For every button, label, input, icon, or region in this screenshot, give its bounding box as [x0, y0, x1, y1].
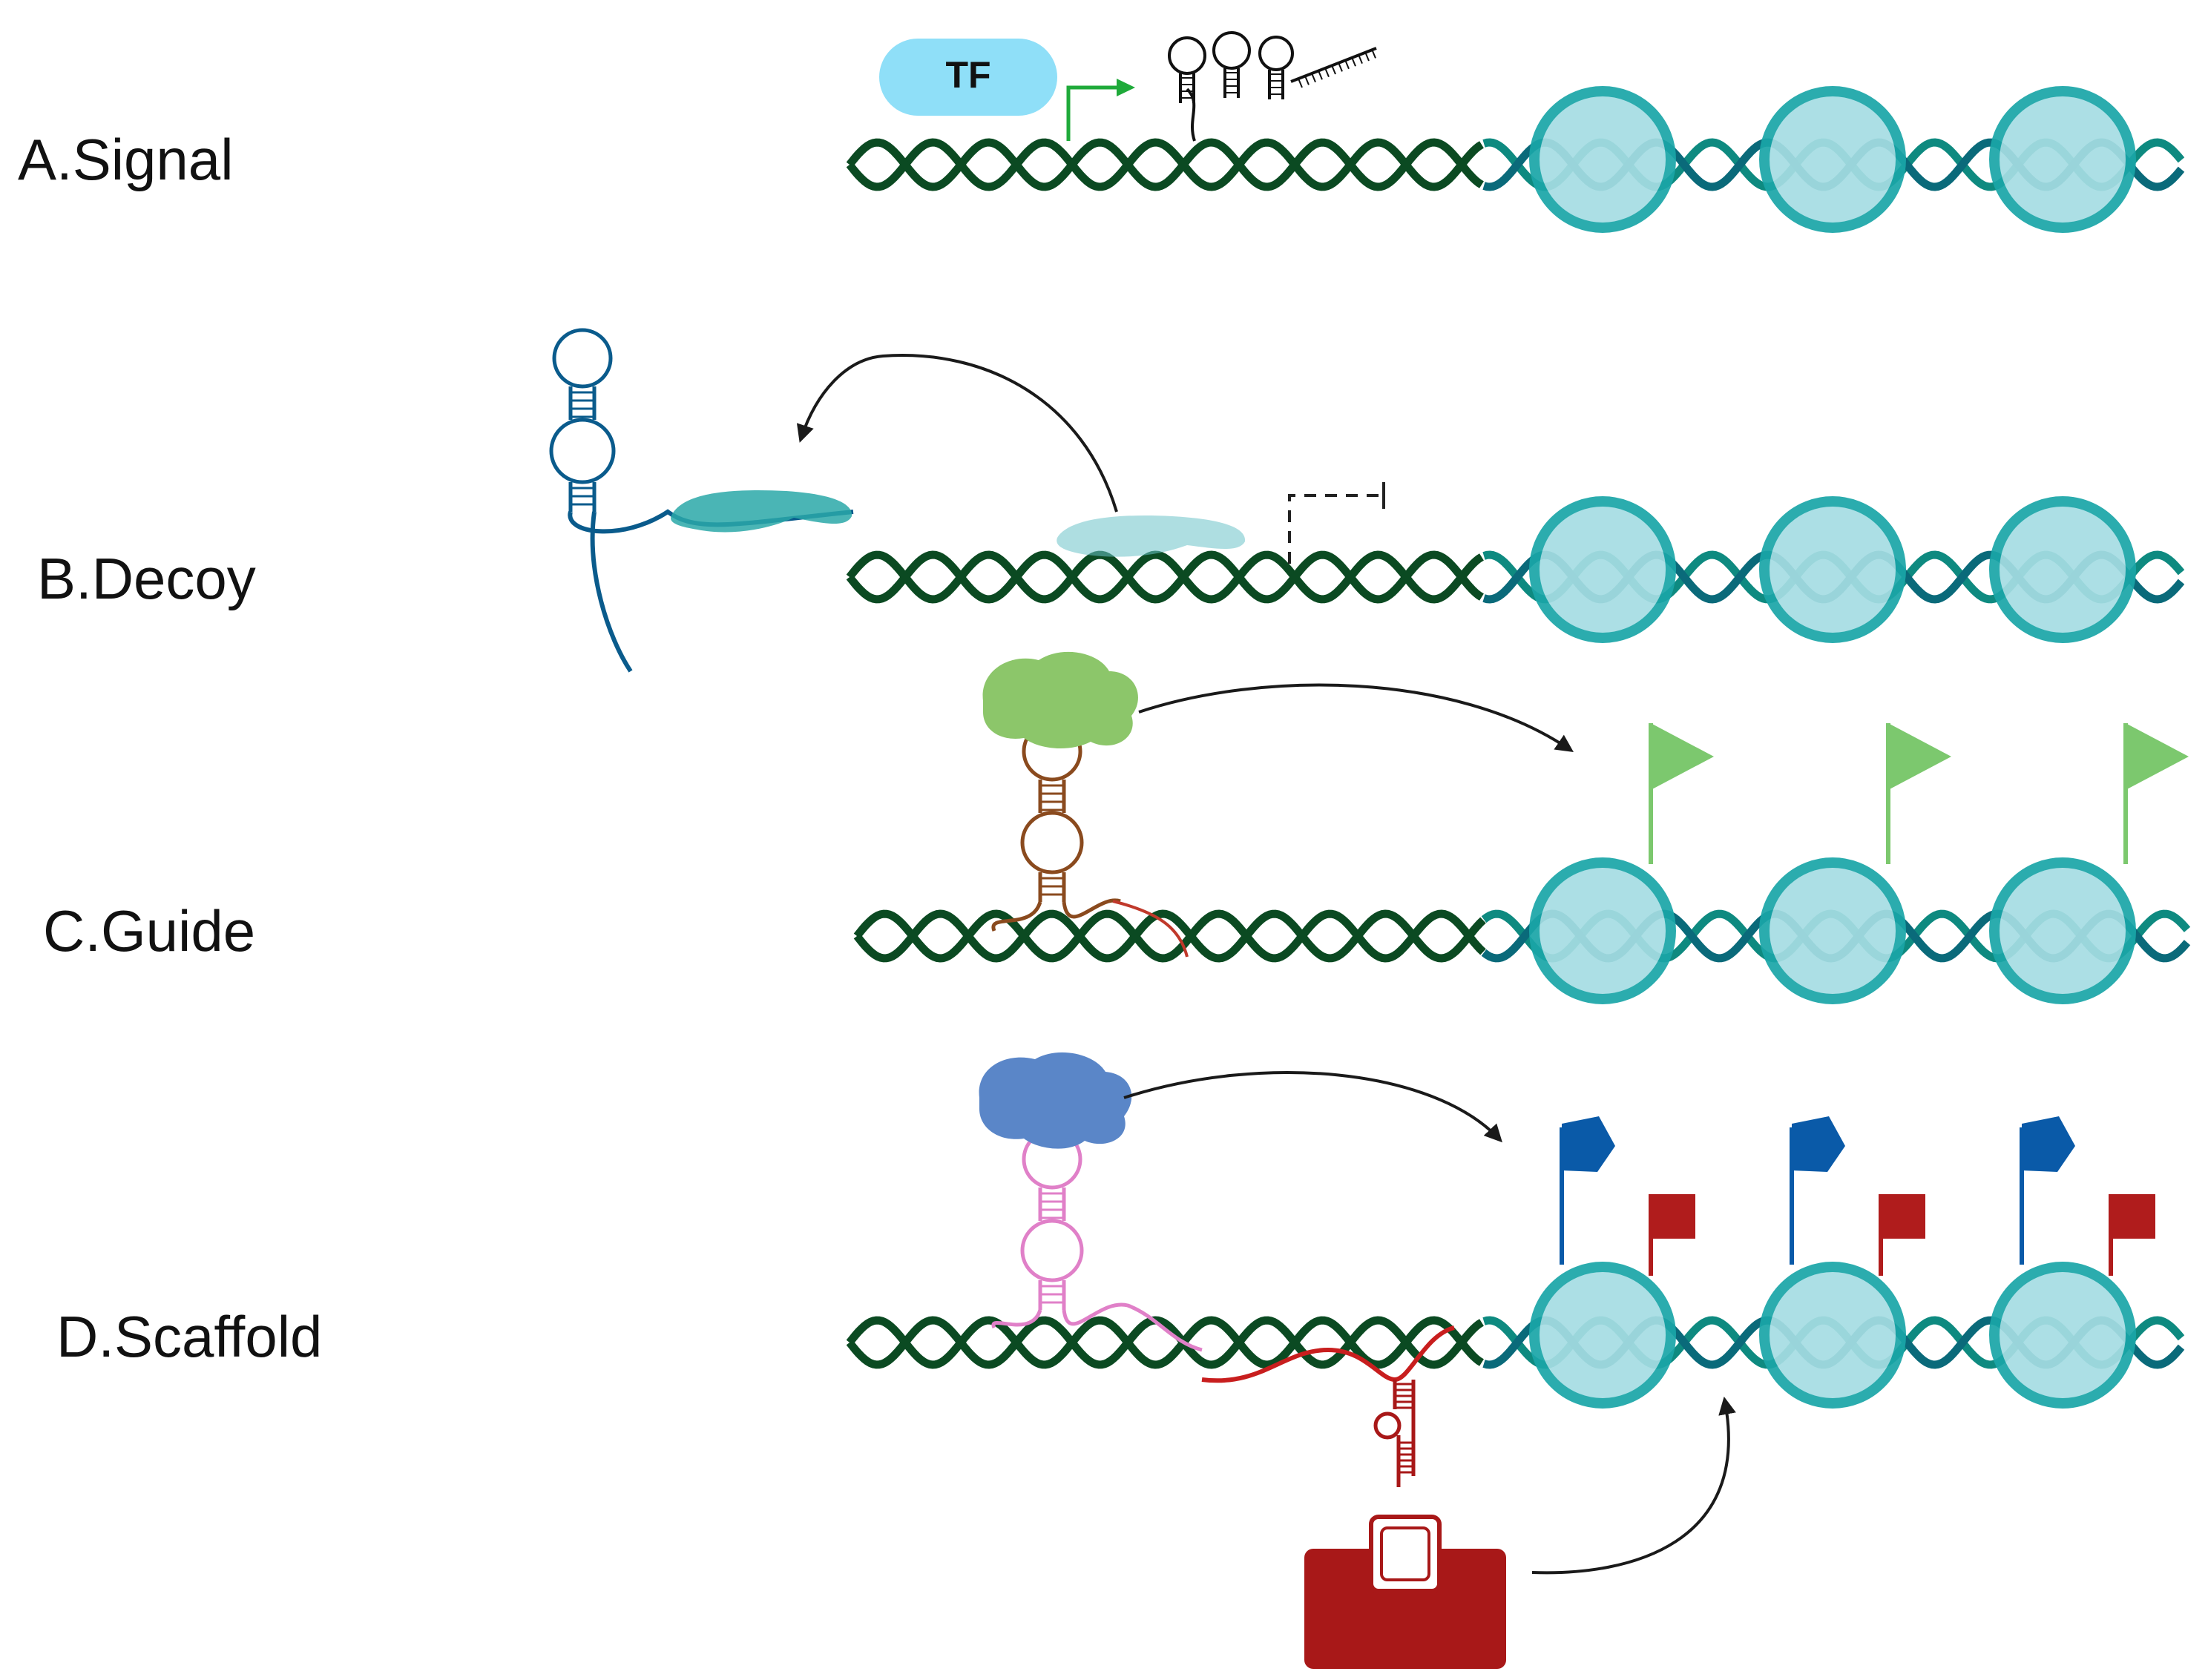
nucleosome-row [1529, 496, 2136, 643]
histone-mark-flag [2126, 723, 2189, 790]
flag-row [1649, 723, 2189, 864]
nucleosome [1529, 86, 1676, 233]
sequestered-tf [671, 490, 852, 533]
histone-mark-flag-red [2111, 1194, 2155, 1239]
dna-helix [846, 138, 2185, 191]
nucleosome [1989, 86, 2136, 233]
lncrna-transcript [1168, 31, 1377, 142]
panel-c-guide [853, 651, 2191, 1004]
nucleosome [1759, 1262, 1906, 1409]
nucleosome [1759, 496, 1906, 643]
scaffold-arrow-red [1531, 1396, 1736, 1575]
dna-strand [853, 909, 1486, 963]
dna-strand [846, 550, 1484, 604]
panel-a-signal: TF [846, 31, 2185, 233]
histone-mark-flag-blue [1562, 1116, 1615, 1172]
scaffold-red-rna [1201, 1325, 1455, 1487]
tf-label: TF [945, 54, 990, 96]
nucleosome [1529, 496, 1676, 643]
released-tf [1057, 515, 1246, 557]
panel-c-label: C.Guide [43, 898, 256, 963]
dna-helix [846, 550, 2185, 604]
nucleosome [1989, 496, 2136, 643]
nucleosome [1529, 857, 1676, 1004]
chromatin-modifier-protein [982, 651, 1138, 749]
histone-mark-flag-blue [1792, 1116, 1845, 1172]
tf-shape [879, 39, 1057, 116]
nucleosome [1759, 857, 1906, 1004]
panel-b-label: B.Decoy [37, 546, 256, 611]
blocked-promoter [1288, 482, 1385, 564]
nucleosome [1989, 857, 2136, 1004]
nucleosome [1989, 1262, 2136, 1409]
transcription-factor: TF [879, 39, 1057, 116]
panel-d-label: D.Scaffold [56, 1304, 323, 1369]
panel-a-label: A.Signal [18, 127, 234, 192]
flag-row [1560, 1116, 2155, 1276]
dna-strand [853, 909, 1486, 963]
tss-arrow [1066, 79, 1135, 141]
nucleosome [1529, 1262, 1676, 1409]
panel-b-decoy [549, 328, 2185, 673]
scaffold-arrow-blue [1123, 1070, 1502, 1143]
decoy-arrow [796, 354, 1118, 513]
dna-helix [853, 909, 2191, 963]
histone-mark-flag-red [1651, 1194, 1695, 1239]
dna-strand [846, 1316, 1484, 1369]
dna-helix [846, 1316, 2185, 1369]
panel-d-scaffold [846, 1052, 2185, 1669]
nucleosome-row [1529, 1262, 2136, 1409]
dna-strand [846, 138, 1484, 191]
histone-mark-flag-red [1881, 1194, 1925, 1239]
nucleosome [1759, 86, 1906, 233]
nucleosome-row [1529, 857, 2136, 1004]
scaffold-lncrna [991, 1129, 1203, 1352]
guide-arrow [1138, 683, 1574, 753]
dna-strand [846, 550, 1484, 604]
histone-mark-flag-blue [2022, 1116, 2075, 1172]
dna-strand [846, 1316, 1484, 1369]
nucleosome-row [1529, 86, 2136, 233]
scaffold-protein-blue [979, 1052, 1132, 1149]
red-protein-complex [1304, 1515, 1506, 1669]
histone-mark-flag [1888, 723, 1951, 790]
dna-strand [846, 138, 1484, 191]
histone-mark-flag [1651, 723, 1714, 790]
